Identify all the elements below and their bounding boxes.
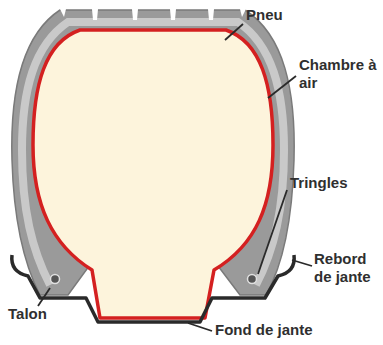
rim-flange-label: Rebord de jante bbox=[314, 250, 380, 286]
leader-lines bbox=[38, 24, 312, 331]
bead-wires bbox=[51, 275, 257, 284]
rim bbox=[12, 255, 294, 322]
tire-label: Pneu bbox=[246, 6, 283, 24]
bead-wire-label: Tringles bbox=[290, 174, 348, 192]
tube-label: Chambre à air bbox=[299, 56, 379, 92]
rim-well-label: Fond de jante bbox=[215, 321, 313, 339]
bead-label: Talon bbox=[8, 305, 47, 323]
tread-grooves bbox=[60, 9, 246, 20]
inner-tube bbox=[33, 30, 273, 318]
